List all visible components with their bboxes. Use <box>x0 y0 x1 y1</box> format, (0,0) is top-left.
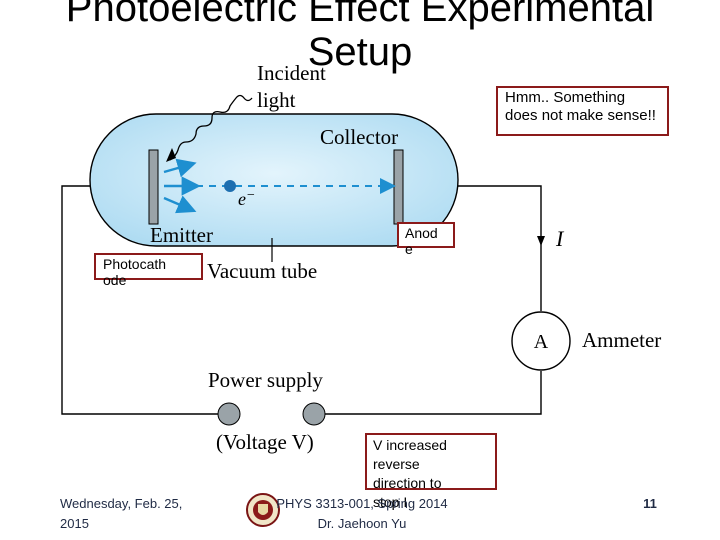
hmm-callout-text: Hmm.. Something does not make sense!! <box>505 89 656 124</box>
electron-beams <box>163 158 201 214</box>
incident-light-wave <box>169 94 253 161</box>
electron-label: e− <box>238 188 255 209</box>
photocathode-callout: Photocath ode <box>94 253 203 288</box>
incident-light-label-2: light <box>257 88 296 112</box>
v-increased-callout-text: V increased reverse direction to stop I <box>373 437 447 510</box>
footer-date: Wednesday, Feb. 25, 2015 <box>60 496 183 531</box>
emitter-label: Emitter <box>150 223 213 247</box>
anode-callout-text: Anod e <box>405 225 438 257</box>
emitter-plate <box>148 149 159 225</box>
electron-dot <box>224 180 236 192</box>
incident-light-arrowhead <box>166 148 176 162</box>
ammeter-circle <box>511 311 571 371</box>
power-terminal-right <box>302 402 326 426</box>
collector-label: Collector <box>320 125 398 149</box>
title-line-1: Photoelectric Effect Experimental <box>65 0 655 30</box>
photocathode-callout-text: Photocath ode <box>103 256 167 288</box>
page-number: 11 <box>643 496 657 511</box>
footer-course: PHYS 3313-001, Spring 2014 Dr. Jaehoon Y… <box>262 494 462 534</box>
anode-callout: Anod e <box>397 222 455 257</box>
footer-instructor: Dr. Jaehoon Yu <box>317 516 407 531</box>
hmm-callout: Hmm.. Something does not make sense!! <box>496 86 669 136</box>
ammeter-label: Ammeter <box>582 328 661 352</box>
current-arrow <box>537 236 545 246</box>
current-label: I <box>555 226 565 251</box>
title-line-2: Setup <box>307 30 413 74</box>
footer-course-name: PHYS 3313-001, Spring 2014 <box>276 496 448 511</box>
collector-plate <box>393 149 404 225</box>
power-terminal-left <box>217 402 241 426</box>
incident-light-label-1: Incident <box>257 61 326 85</box>
vacuum-tube-label: Vacuum tube <box>207 259 317 283</box>
voltage-label: (Voltage V) <box>216 430 314 454</box>
power-supply-label: Power supply <box>208 368 323 392</box>
ammeter-symbol: A <box>534 331 549 353</box>
university-seal-icon <box>246 493 280 527</box>
slide-title: Photoelectric Effect Experimental Setup <box>0 0 720 74</box>
v-increased-callout: V increased reverse direction to stop I <box>365 433 497 510</box>
